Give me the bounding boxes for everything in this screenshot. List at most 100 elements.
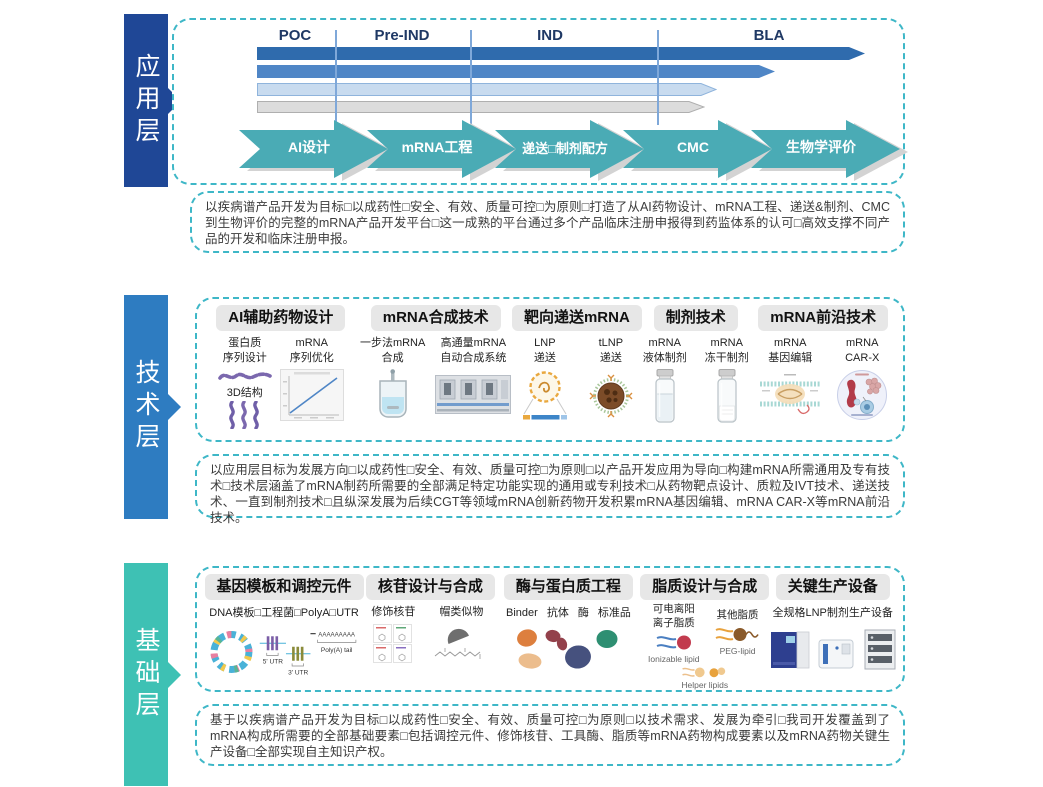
phase-divider bbox=[657, 30, 659, 125]
item-label: 修饰核苷 bbox=[371, 606, 416, 619]
utr-polya-elements-icon: 5' UTR 3' UTR AAAAAAAAA Poly(A) tail bbox=[259, 632, 357, 677]
item-label: 可电离阳 离子脂质 bbox=[652, 603, 695, 629]
step-label: CMC bbox=[677, 139, 709, 155]
app-layer-banner: 应用层 bbox=[124, 14, 181, 187]
step-label: AI设计 bbox=[288, 139, 330, 155]
base-group-production-equipment: 关键生产设备 全规格LNP制剂生产设备 bbox=[770, 574, 896, 690]
tech-layer-banner-label: 技术层 bbox=[132, 359, 160, 455]
bioreactor-icon bbox=[378, 369, 407, 418]
step-chevron-ai-design: AI设计 bbox=[238, 117, 398, 181]
timeline-bar-1 bbox=[257, 47, 865, 60]
app-layer-description-box: 以疾病谱产品开发为目标□以成药性□安全、有效、质量可控□为原则□打造了从AI药物… bbox=[190, 191, 905, 253]
base-group-enzyme-protein: 酶与蛋白质工程 Binder 抗体 酶 标准品 bbox=[500, 574, 637, 690]
helper-lipids-caption: Helper lipids bbox=[681, 680, 729, 690]
sequence-optimization-plot-icon bbox=[279, 368, 344, 421]
protein-3d-structure-icon bbox=[228, 401, 259, 430]
base-layer-diagram-box: 基因模板和调控元件 DNA模板□工程菌□PolyA□UTR 5' UTR bbox=[195, 566, 905, 692]
base-layer-description-box: 基于以疾病谱产品开发为目标□以成药性□安全、有效、质量可控□为原则□以技术需求、… bbox=[195, 704, 905, 766]
tech-group-title: mRNA合成技术 bbox=[370, 305, 501, 332]
step-chevron-delivery-formulation: 递送□制剂配方 bbox=[494, 117, 654, 181]
base-layer-description: 基于以疾病谱产品开发为目标□以成药性□安全、有效、质量可控□为原则□以技术需求、… bbox=[210, 713, 890, 759]
tech-group-ai-drug-design: AI辅助药物设计 蛋白质 序列设计 3D结构 mRNA 序列优化 bbox=[207, 305, 354, 440]
tech-group-mrna-frontier: mRNA前沿技术 mRNA 基因编辑 bbox=[755, 305, 892, 440]
tech-group-title: mRNA前沿技术 bbox=[758, 305, 889, 332]
tech-group-mrna-synthesis: mRNA合成技术 一步法mRNA 合成 高通量mRNA 自动合成系统 bbox=[358, 305, 512, 440]
phase-label-pre-ind: Pre-IND bbox=[374, 27, 430, 44]
item-label: 一步法mRNA 合成 bbox=[359, 337, 426, 364]
phase-divider bbox=[470, 30, 472, 125]
base-group-subtitle: DNA模板□工程菌□PolyA□UTR bbox=[209, 607, 359, 620]
base-group-title: 基因模板和调控元件 bbox=[204, 574, 364, 601]
item-label: 抗体 bbox=[546, 607, 569, 620]
item-label: 蛋白质 序列设计 bbox=[222, 337, 267, 364]
base-group-gene-template: 基因模板和调控元件 DNA模板□工程菌□PolyA□UTR 5' UTR bbox=[204, 574, 364, 690]
item-label: mRNA 液体制剂 bbox=[642, 337, 687, 364]
item-label: 3D结构 bbox=[226, 386, 263, 399]
phase-divider bbox=[335, 30, 337, 125]
plasmid-icon bbox=[210, 631, 253, 674]
gene-editing-icon bbox=[760, 373, 821, 414]
tech-group-title: AI辅助药物设计 bbox=[216, 305, 346, 332]
lyophilized-vial-icon bbox=[717, 368, 737, 423]
item-label: 标准品 bbox=[597, 607, 631, 620]
svg-text:AAAAAAAAA: AAAAAAAAA bbox=[318, 632, 356, 639]
cap-analog-icon bbox=[435, 628, 481, 659]
lnp-production-equipment-icon bbox=[770, 629, 896, 670]
step-label: mRNA工程 bbox=[401, 139, 473, 155]
step-label: 递送□制剂配方 bbox=[522, 140, 608, 156]
item-label: mRNA CAR-X bbox=[845, 337, 880, 364]
app-layer-description: 以疾病谱产品开发为目标□以成药性□安全、有效、质量可控□为原则□打造了从AI药物… bbox=[205, 200, 890, 246]
app-layer-banner-label: 应用层 bbox=[132, 52, 160, 149]
tech-group-formulation: 制剂技术 mRNA 液体制剂 mRNA 冻干制剂 bbox=[641, 305, 751, 440]
svg-text:3' UTR: 3' UTR bbox=[288, 670, 308, 677]
phase-label-bla: BLA bbox=[753, 27, 785, 44]
tech-group-title: 制剂技术 bbox=[653, 305, 738, 332]
helper-lipids-icon bbox=[681, 667, 725, 677]
lipid-caption: Ionizable lipid bbox=[648, 653, 700, 664]
base-group-title: 脂质设计与合成 bbox=[640, 574, 770, 601]
timeline-bar-3 bbox=[257, 83, 717, 96]
phase-label-poc: POC bbox=[278, 27, 312, 44]
ionizable-lipid-icon bbox=[656, 635, 691, 650]
item-label: Binder bbox=[506, 607, 538, 620]
step-chevron-biological-evaluation: 生物学评价 bbox=[750, 117, 910, 181]
item-label: 帽类似物 bbox=[439, 606, 484, 619]
item-label: mRNA 冻干制剂 bbox=[704, 337, 749, 364]
item-label: 高通量mRNA 自动合成系统 bbox=[440, 337, 507, 364]
base-layer-banner-label: 基础层 bbox=[132, 626, 160, 723]
liquid-vial-icon bbox=[655, 368, 675, 423]
base-layer-banner-arrow-icon bbox=[168, 661, 181, 688]
phase-label-ind: IND bbox=[537, 27, 563, 44]
item-label: mRNA 基因编辑 bbox=[768, 337, 813, 364]
base-group-subtitle: 全规格LNP制剂生产设备 bbox=[772, 607, 893, 620]
svg-text:5' UTR: 5' UTR bbox=[263, 659, 283, 666]
step-chevron-cmc: CMC bbox=[622, 117, 782, 181]
modified-nucleoside-icon bbox=[373, 623, 413, 663]
step-chevron-mrna-engineering: mRNA工程 bbox=[366, 117, 526, 181]
tech-layer-diagram-box: AI辅助药物设计 蛋白质 序列设计 3D结构 mRNA 序列优化 bbox=[195, 297, 905, 442]
base-group-title: 酶与蛋白质工程 bbox=[503, 574, 633, 601]
protein-sequence-icon bbox=[217, 372, 272, 380]
tech-group-targeted-delivery: 靶向递送mRNA LNP 递送 bbox=[511, 305, 642, 440]
tlnp-icon bbox=[589, 374, 633, 418]
lnp-icon bbox=[522, 371, 567, 420]
step-label: 生物学评价 bbox=[786, 139, 856, 155]
svg-text:Poly(A) tail: Poly(A) tail bbox=[321, 647, 353, 654]
item-label: 其他脂质 bbox=[716, 609, 759, 622]
item-label: 酶 bbox=[577, 607, 589, 620]
car-x-icon bbox=[837, 369, 888, 420]
peg-lipid-icon bbox=[715, 627, 759, 641]
item-label: tLNP 递送 bbox=[598, 337, 624, 364]
base-group-lipid-design: 脂质设计与合成 可电离阳 离子脂质 Ionizable lipid 其他脂质 bbox=[640, 574, 770, 690]
base-group-title: 关键生产设备 bbox=[775, 574, 890, 601]
app-layer-diagram-box: POC Pre-IND IND BLA AI设计 mRNA工程 bbox=[172, 18, 908, 185]
tech-layer-banner-arrow-icon bbox=[168, 394, 181, 420]
timeline-bar-4 bbox=[257, 101, 705, 113]
timeline-bar-2 bbox=[257, 65, 775, 78]
tech-layer-description-box: 以应用层目标为发展方向□以成药性□安全、有效、质量可控□为原则□以产品开发应用为… bbox=[195, 454, 905, 525]
base-layer-banner: 基础层 bbox=[124, 563, 181, 786]
protein-blobs-icon bbox=[517, 628, 618, 669]
item-label: LNP 递送 bbox=[533, 337, 556, 364]
tech-layer-banner: 技术层 bbox=[124, 295, 181, 519]
